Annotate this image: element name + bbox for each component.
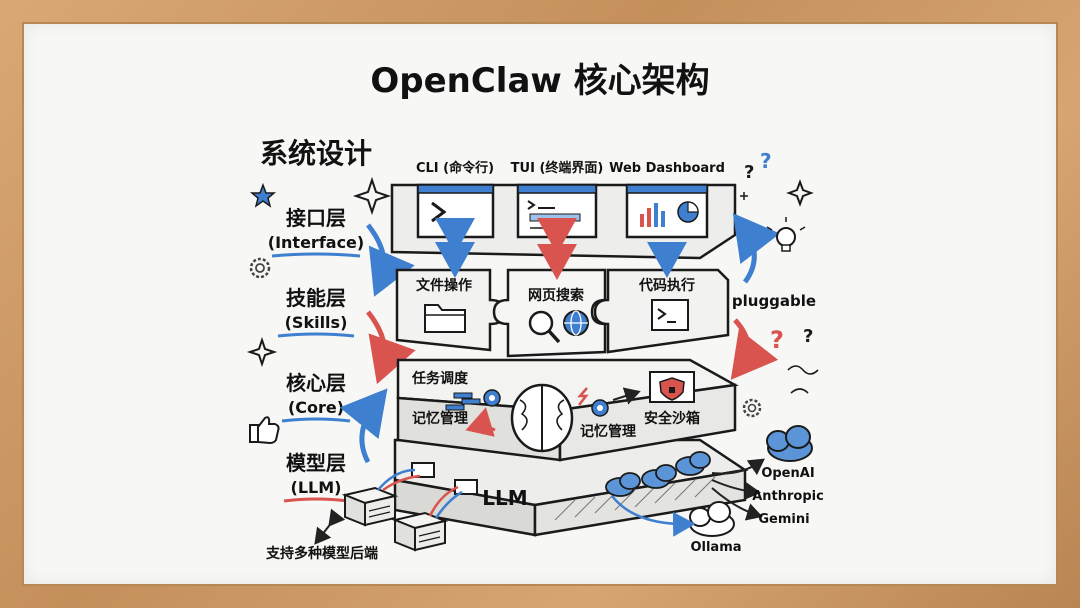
interface-layer: CLI (命令行) TUI (终端界面) Web Dashboard [390,160,737,260]
question-mark-icon: ? [803,326,813,347]
provider-list: OpenAI Anthropic Gemini Ollama [611,425,824,555]
data-icon [445,392,481,411]
layer-label-en: (LLM) [291,478,342,497]
underline [283,497,349,503]
gear-icon [483,389,501,407]
skill-file-ops: 文件操作 [395,268,507,352]
provider-anthropic: Anthropic [752,489,824,504]
provider-openai: OpenAI [761,466,814,481]
provider-arrow [611,495,696,537]
squiggle-doodle-icon [787,365,819,394]
layer-label-interface: 接口层 (Interface) [268,206,364,258]
pluggable-label: pluggable [732,292,816,310]
cloud-icon [766,425,813,462]
cable [428,485,459,517]
underline [271,252,361,258]
provider-arrow [711,458,765,476]
provider-arrow [711,487,763,521]
cli-label: CLI (命令行) [416,160,494,176]
layer-label-skills: 技能层 (Skills) [277,286,355,338]
terminal-icon [651,299,689,331]
layer-label-core: 核心层 (Core) [281,371,351,423]
question-mark-icon: ? [744,162,754,183]
star-icon [249,182,277,208]
layer-label-cn: 技能层 [286,286,346,310]
tui-label: TUI (终端界面) [511,160,604,176]
bar-chart-icon [640,203,665,227]
cloud-icons [605,451,711,497]
layer-label-en: (Skills) [285,313,348,332]
tui-window [516,183,598,239]
provider-gemini: Gemini [758,512,809,527]
cable [382,474,421,492]
provider-arrow [711,479,761,500]
page-title: OpenClaw 核心架构 [370,61,709,101]
plus-doodle-icon [740,192,748,200]
core-memory-label-left: 记忆管理 [412,410,468,427]
core-memory-label-right: 记忆管理 [580,423,636,440]
sandbox-icon [649,371,695,403]
link-arrow [612,387,641,405]
flow-arrow [339,388,388,464]
question-mark-icon: ? [770,326,784,354]
llm-layer: LLM [393,438,749,537]
underline [281,417,351,423]
layer-label-cn: 模型层 [286,451,346,475]
provider-ollama: Ollama [690,540,741,555]
lightbulb-icon [766,217,806,252]
flow-arrow [732,213,781,284]
question-mark-icon: ? [760,149,772,173]
sparkle-icon [786,179,814,207]
sparkle-icon [352,176,392,216]
backends-note: 支持多种模型后端 [265,545,378,562]
cycle-arrow [465,407,496,437]
pie-chart-icon [677,201,699,223]
layer-label-en: (Core) [288,398,344,417]
skill-code-label: 代码执行 [638,277,695,294]
port-icon [454,479,478,495]
gear-icon [249,257,271,279]
sparkle-icon [246,336,278,368]
cloud-icon [689,501,735,537]
layer-label-cn: 核心层 [286,371,346,395]
server-icon [391,511,449,552]
core-schedule-label: 任务调度 [411,370,469,387]
skill-file-label: 文件操作 [416,277,472,294]
layer-label-en: (Interface) [268,233,364,252]
lightning-icon [577,387,589,406]
note-arrow [314,508,346,545]
section-title: 系统设计 [260,137,372,170]
thumbs-up-icon [249,416,280,445]
layer-label-cn: 接口层 [286,206,346,230]
skill-code-exec: 代码执行 [593,268,730,354]
question-mark-icons: ? ? ? ? [744,149,813,354]
core-sandbox-label: 安全沙箱 [644,410,700,427]
magnifier-icon [528,310,561,344]
brain-icon [510,383,574,453]
flow-arrow [730,318,779,380]
skill-search-label: 网页搜索 [528,287,584,304]
cable [377,468,416,491]
skills-layer: 文件操作 网页搜索 代码执行 [395,268,730,358]
server-icons [341,468,463,552]
flow-arrow [366,223,415,297]
layer-label-llm: 模型层 (LLM) [283,451,349,503]
web-label: Web Dashboard [609,161,725,176]
cable [434,490,463,519]
core-layer: 任务调度 记忆管理 记忆管理 [396,358,739,462]
gear-icon [591,399,609,417]
llm-label: LLM [482,486,527,510]
globe-icon [563,310,589,336]
web-dashboard-window [625,183,709,239]
underline [277,332,355,338]
flow-arrow [366,310,416,385]
skill-web-search: 网页搜索 [492,268,607,358]
gear-icon [742,398,762,418]
port-icon [411,462,435,478]
folder-icon [424,304,466,333]
cli-window [416,183,495,239]
server-icon [341,486,399,527]
